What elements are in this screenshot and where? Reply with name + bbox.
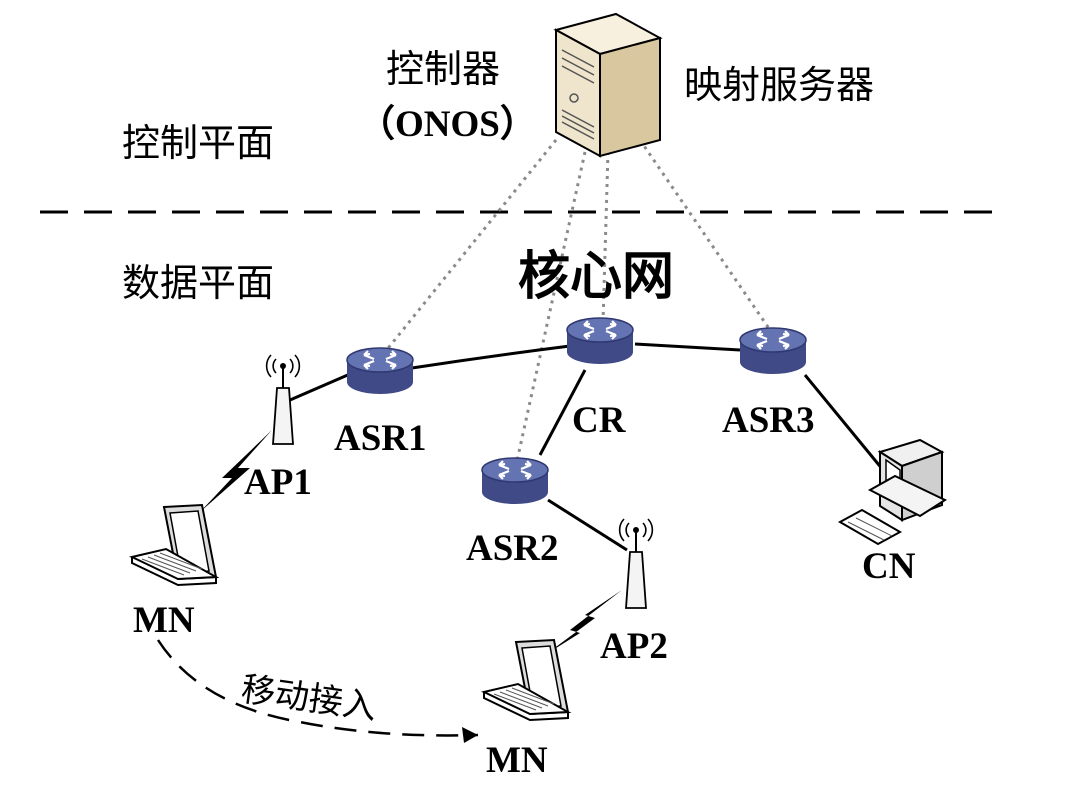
- router-cr-icon: [565, 316, 635, 366]
- cn-desktop-icon: [837, 438, 948, 546]
- control-links: [383, 139, 772, 471]
- controller-software-label: （ONOS）: [358, 103, 537, 145]
- cn-label: CN: [862, 546, 916, 587]
- data-links: [289, 342, 890, 552]
- wireless-link-ap2-icon: [545, 590, 622, 655]
- core-network-label: 核心网: [518, 246, 674, 307]
- mobility-path: [156, 639, 479, 737]
- cr-label: CR: [572, 400, 627, 441]
- ap2-label: AP2: [600, 626, 668, 667]
- data-plane-label: 数据平面: [122, 261, 274, 305]
- mapping-server-label: 映射服务器: [684, 63, 874, 107]
- ap1-label: AP1: [244, 462, 312, 503]
- control-plane-label: 控制平面: [122, 121, 274, 165]
- controller-label: 控制器: [386, 47, 500, 91]
- asr2-label: ASR2: [466, 528, 559, 569]
- mobility-arrow-icon: [462, 727, 478, 743]
- mn-after-laptop-icon: [483, 639, 569, 721]
- server-icon: [553, 12, 663, 158]
- mn-before-laptop-icon: [131, 504, 217, 586]
- mobility-label: 移动接入: [239, 669, 379, 728]
- router-asr3-icon: [738, 326, 808, 376]
- asr1-label: ASR1: [334, 418, 427, 459]
- wireless-link-ap1-icon: [200, 430, 272, 512]
- router-asr2-icon: [480, 456, 550, 506]
- router-asr1-icon: [345, 346, 415, 396]
- ap2-antenna-icon: [618, 518, 654, 609]
- mn-before-label: MN: [133, 600, 195, 641]
- asr3-label: ASR3: [722, 400, 815, 441]
- mn-after-label: MN: [486, 740, 548, 781]
